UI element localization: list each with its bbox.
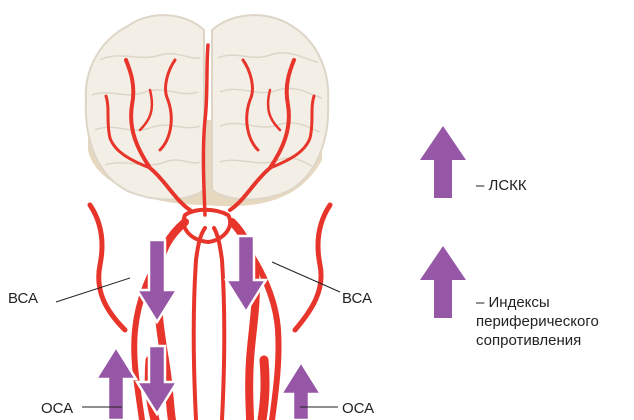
right-common-carotid-arrow: [281, 362, 321, 420]
circle-of-willis: [184, 210, 231, 242]
right-common-carotid: [262, 360, 265, 420]
up-arrow-icon: [420, 126, 466, 198]
legend-icons: [420, 126, 466, 318]
legend-text-resistance: – Индексы периферического сопротивления: [476, 293, 599, 350]
legend-line-2: периферического: [476, 312, 599, 331]
leader-vsa-left: [56, 278, 130, 302]
leader-vsa-right: [272, 262, 340, 292]
right-temporal-artery: [295, 205, 330, 330]
right-vertebral-artery: [214, 228, 224, 420]
left-common-carotid-arrow: [96, 347, 136, 420]
label-vsa-right: ВСА: [342, 290, 372, 307]
flow-arrows: [96, 236, 321, 420]
up-arrow-icon: [420, 246, 466, 318]
left-hemisphere: [86, 15, 204, 199]
label-osa-right: ОСА: [342, 400, 374, 417]
legend-text-lsbv: – ЛСКК: [476, 176, 527, 195]
legend-line-1: – Индексы: [476, 293, 599, 312]
label-osa-left: ОСА: [41, 400, 73, 417]
legend-line-3: сопротивления: [476, 331, 599, 350]
left-temporal-artery: [90, 205, 125, 330]
left-internal-carotid-arrow: [137, 240, 177, 322]
left-vertebral-artery: [194, 228, 205, 420]
label-vsa-left: ВСА: [8, 290, 38, 307]
